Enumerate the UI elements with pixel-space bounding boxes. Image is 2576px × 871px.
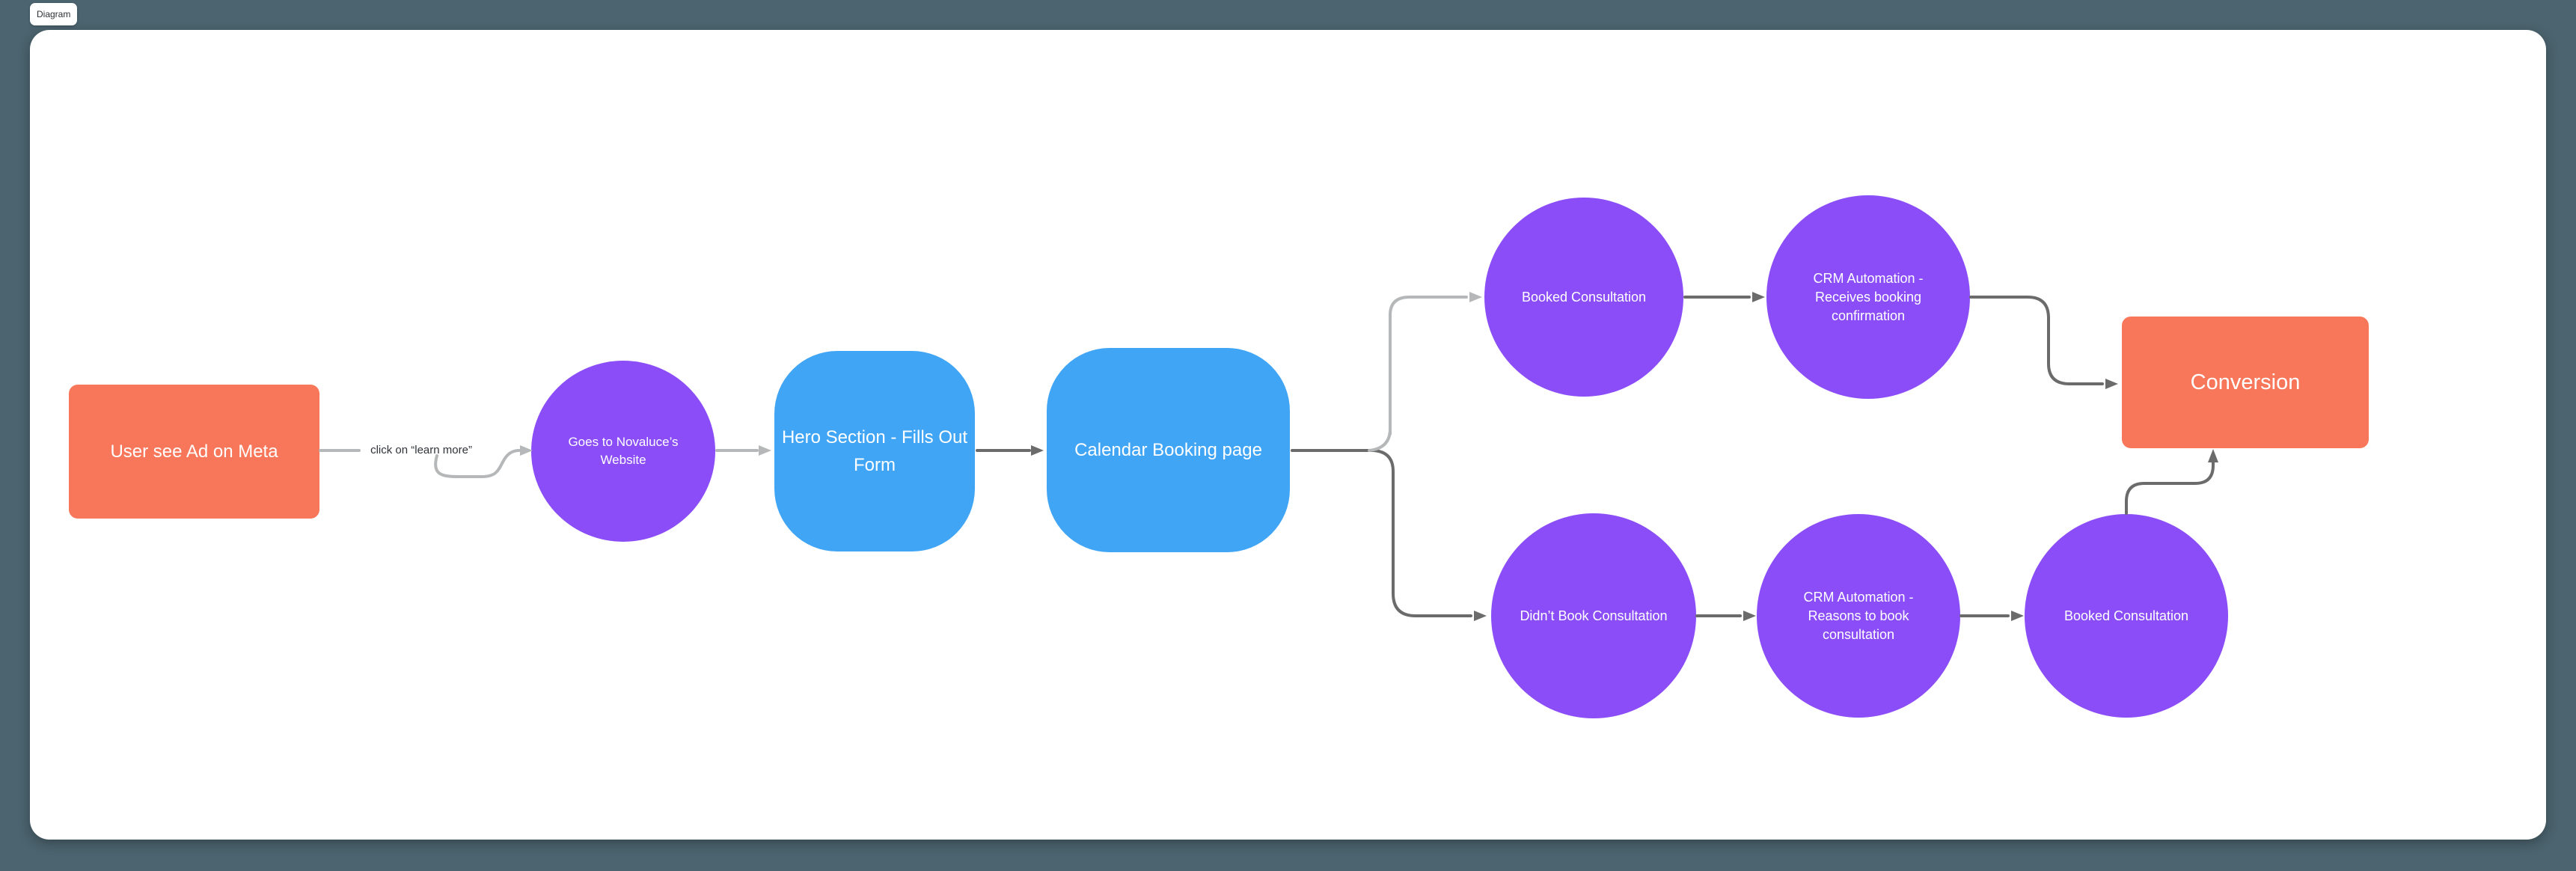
node-didnt-book-consultation[interactable]: Didn’t Book Consultation <box>1491 513 1696 718</box>
node-goes-to-website[interactable]: Goes to Novaluce’s Website <box>531 361 715 542</box>
node-label: Booked Consultation <box>2063 608 2189 623</box>
diagram-tab-label: Diagram <box>37 9 71 19</box>
node-user-sees-ad[interactable]: User see Ad on Meta <box>69 385 319 519</box>
node-label: Booked Consultation <box>1521 289 1647 305</box>
node-label: Conversion <box>2190 370 2301 394</box>
node-booked-consultation-bottom[interactable]: Booked Consultation <box>2025 514 2228 718</box>
node-crm-booking-confirmation[interactable]: CRM Automation - Receives booking confir… <box>1766 195 1970 399</box>
node-calendar-booking-page[interactable]: Calendar Booking page <box>1047 348 1290 552</box>
node-label: User see Ad on Meta <box>110 441 278 462</box>
diagram-tab[interactable]: Diagram <box>30 3 78 25</box>
node-crm-reasons-to-book[interactable]: CRM Automation - Reasons to book consult… <box>1757 514 1960 718</box>
node-label: CRM Automation - Reasons to book consult… <box>1803 589 1914 642</box>
node-label: Didn’t Book Consultation <box>1520 608 1668 623</box>
node-label: Goes to Novaluce’s Website <box>568 435 679 467</box>
node-label: Calendar Booking page <box>1074 439 1262 460</box>
edge-label-learn-more[interactable]: click on “learn more” <box>370 444 472 456</box>
node-label: Hero Section - Fills Out Form <box>781 427 968 475</box>
node-label: CRM Automation - Receives booking confir… <box>1813 270 1924 323</box>
node-conversion[interactable]: Conversion <box>2122 317 2369 448</box>
node-hero-section-form[interactable]: Hero Section - Fills Out Form <box>774 351 975 551</box>
node-booked-consultation-top[interactable]: Booked Consultation <box>1484 198 1683 397</box>
